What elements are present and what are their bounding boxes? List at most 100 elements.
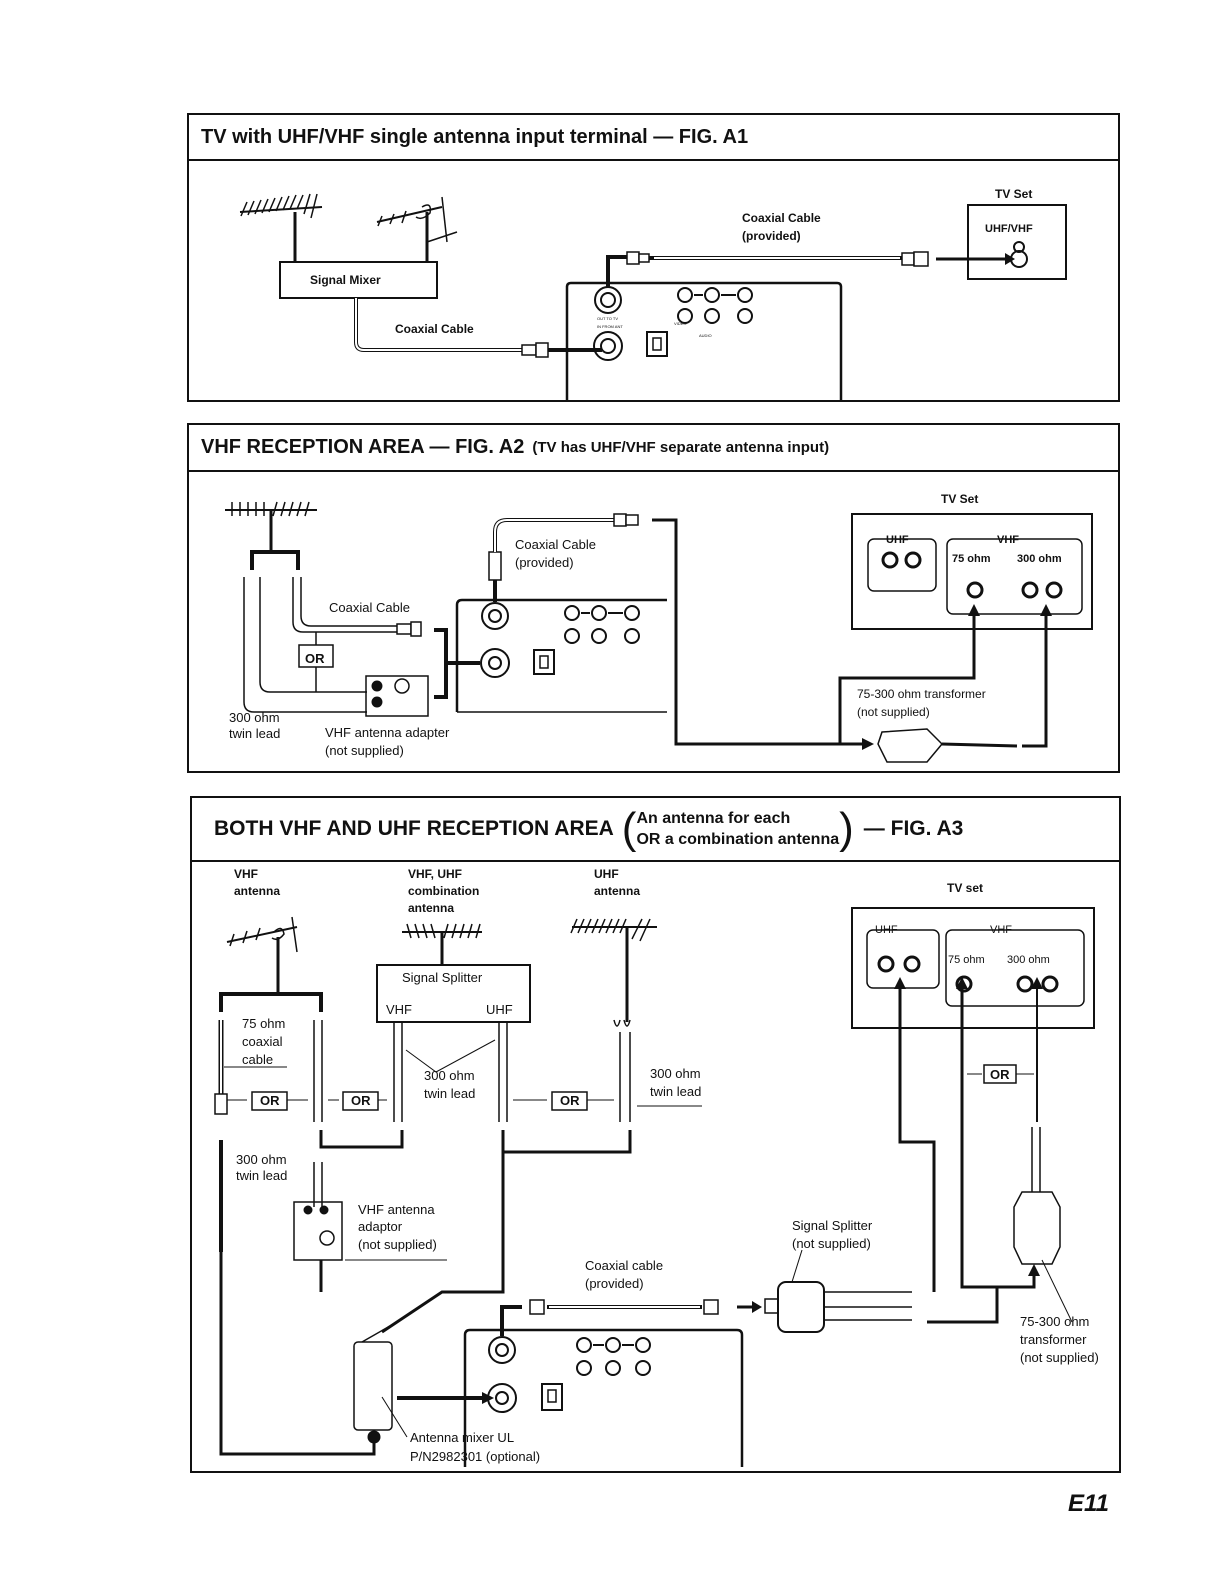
- or-box: [551, 1091, 588, 1111]
- tv-set-box: [851, 907, 1095, 1029]
- tv-set-label: TV Set: [995, 187, 1032, 201]
- twin-lead-label-2: twin lead: [229, 726, 280, 741]
- coaxial-cable-label: Coaxial Cable: [395, 322, 474, 336]
- uhf-antenna-icon: [570, 918, 657, 1022]
- or-box: [342, 1091, 379, 1111]
- fig-a3-panel: BOTH VHF AND UHF RECEPTION AREA ( An ant…: [190, 796, 1121, 1473]
- twin-lead-label-1: 300 ohm: [229, 710, 280, 725]
- tv-set-label: TV Set: [941, 492, 978, 506]
- splitter-vhf-label: VHF: [386, 1002, 412, 1017]
- fig-a2-title-main: VHF RECEPTION AREA — FIG. A2: [201, 436, 525, 458]
- vcr-rear-panel: [455, 598, 667, 713]
- ohm300-label: 300 ohm: [1017, 553, 1062, 565]
- fig-a3-title: BOTH VHF AND UHF RECEPTION AREA ( An ant…: [192, 798, 1119, 862]
- video-label: VIDEO: [674, 321, 686, 326]
- coax75-label-1: 75 ohm: [242, 1016, 285, 1031]
- combo-antenna-label-1: VHF, UHF: [408, 867, 462, 881]
- audio-label: AUDIO: [699, 333, 712, 338]
- twin-left-label-1: 300 ohm: [236, 1152, 287, 1167]
- tv-set-label: TV set: [947, 881, 983, 895]
- vhf-antenna-icon: [219, 916, 323, 1012]
- fig-a3-title-paren-2: OR a combination antenna: [636, 831, 840, 848]
- twin-right-label-2: twin lead: [650, 1084, 701, 1099]
- uhf-antenna-icon: [239, 193, 323, 262]
- splitter2-label-1: Signal Splitter: [792, 1218, 873, 1233]
- coaxial-provided-label-2: (provided): [742, 229, 801, 243]
- ohm75-label: 75 ohm: [952, 553, 991, 565]
- adaptor-label-3: (not supplied): [358, 1237, 437, 1252]
- out-to-tv-label: OUT TO TV: [597, 316, 618, 321]
- in-from-ant-label: IN FROM ANT: [597, 324, 623, 329]
- fig-a2-diagram: Coaxial Cable (provided) Coaxial Cable O…: [225, 492, 1093, 763]
- vhf-antenna-label-2: antenna: [234, 884, 280, 898]
- coaxial-provided-label-2: (provided): [515, 555, 574, 570]
- adaptor-label-2: adaptor: [358, 1219, 403, 1234]
- or-label-2: OR: [351, 1093, 371, 1108]
- ohm300-label: 300 ohm: [1007, 954, 1050, 966]
- or-label-1: OR: [260, 1093, 280, 1108]
- fig-a2-panel: VHF RECEPTION AREA — FIG. A2 (TV has UHF…: [187, 423, 1120, 773]
- vhf-75-jack-icon: [966, 581, 984, 599]
- antenna-mixer-icon: [353, 1341, 393, 1431]
- fig-a3-title-main: BOTH VHF AND UHF RECEPTION AREA: [214, 817, 614, 840]
- vhf-antenna-label-1: VHF: [234, 867, 258, 881]
- vhf-antenna-icon: [376, 196, 458, 262]
- transformer-icon: [1013, 1191, 1061, 1265]
- vcr-rear-panel: [565, 251, 843, 400]
- coax-provided-label-2: (provided): [585, 1276, 644, 1291]
- vhf-antenna-adapter-icon: [365, 675, 429, 717]
- coaxial-provided-label-1: Coaxial Cable: [742, 211, 821, 225]
- ohm75-label: 75 ohm: [948, 954, 985, 966]
- signal-mixer-label: Signal Mixer: [310, 273, 381, 287]
- combo-antenna-label-2: combination: [408, 884, 479, 898]
- mixer-label-2: P/N2982301 (optional): [410, 1449, 540, 1464]
- vhf-antenna-icon: [225, 501, 317, 570]
- fig-a2-title: VHF RECEPTION AREA — FIG. A2 (TV has UHF…: [189, 425, 1118, 472]
- or-label: OR: [305, 651, 325, 666]
- fig-a2-title-sub: (TV has UHF/VHF separate antenna input): [532, 439, 830, 456]
- adapter-label-1: VHF antenna adapter: [325, 725, 450, 740]
- vcr-rear-panel: [463, 1328, 744, 1467]
- transformer-label-2: transformer: [1020, 1332, 1087, 1347]
- uhf-label: UHF: [886, 534, 909, 546]
- transformer-label-3: (not supplied): [1020, 1350, 1099, 1365]
- twin-center-label-2: twin lead: [424, 1086, 475, 1101]
- combo-antenna-label-3: antenna: [408, 901, 454, 915]
- adaptor-label-1: VHF antenna: [358, 1202, 435, 1217]
- uhf-label: UHF: [875, 924, 898, 936]
- coax75-label-3: cable: [242, 1052, 273, 1067]
- transformer-label-2: (not supplied): [857, 705, 930, 719]
- coaxial-provided-label-1: Coaxial Cable: [515, 537, 596, 552]
- fig-a1-title-text: TV with UHF/VHF single antenna input ter…: [201, 125, 749, 148]
- page-number: E11: [1068, 1490, 1109, 1517]
- or-box: [251, 1091, 288, 1111]
- coaxial-cable-label: Coaxial Cable: [329, 600, 410, 615]
- signal-splitter-2-icon: [777, 1281, 825, 1333]
- transformer-icon: [877, 728, 944, 763]
- splitter-uhf-label: UHF: [486, 1002, 513, 1017]
- vhf-antenna-adaptor-icon: [293, 1201, 343, 1261]
- signal-mixer-box: [279, 261, 438, 299]
- tv-set-box: [967, 204, 1067, 280]
- or-label-4: OR: [990, 1067, 1010, 1082]
- fig-a1-diagram: Signal Mixer Coaxial Cable Coaxial Cable…: [239, 187, 1067, 400]
- combination-antenna-icon: [402, 923, 482, 965]
- or-box: [298, 644, 334, 668]
- signal-splitter-label: Signal Splitter: [402, 970, 483, 985]
- fig-a1-title: TV with UHF/VHF single antenna input ter…: [189, 115, 1118, 161]
- splitter2-label-2: (not supplied): [792, 1236, 871, 1251]
- fig-a3-title-fig: — FIG. A3: [863, 817, 964, 840]
- twin-right-label-1: 300 ohm: [650, 1066, 701, 1081]
- vhf-label: VHF: [990, 924, 1012, 936]
- tv-set-box: [851, 513, 1093, 630]
- uhf-antenna-label-1: UHF: [594, 867, 619, 881]
- fig-a1-panel: TV with UHF/VHF single antenna input ter…: [187, 113, 1120, 402]
- or-label-3: OR: [560, 1093, 580, 1108]
- mixer-label-1: Antenna mixer UL: [410, 1430, 514, 1445]
- uhf-antenna-label-2: antenna: [594, 884, 640, 898]
- fig-a3-title-paren: ( An antenna for each OR a combination a…: [621, 804, 854, 853]
- adapter-label-2: (not supplied): [325, 743, 404, 758]
- signal-splitter-box: [376, 964, 531, 1023]
- coax75-label-2: coaxial: [242, 1034, 283, 1049]
- coax-provided-label-1: Coaxial cable: [585, 1258, 663, 1273]
